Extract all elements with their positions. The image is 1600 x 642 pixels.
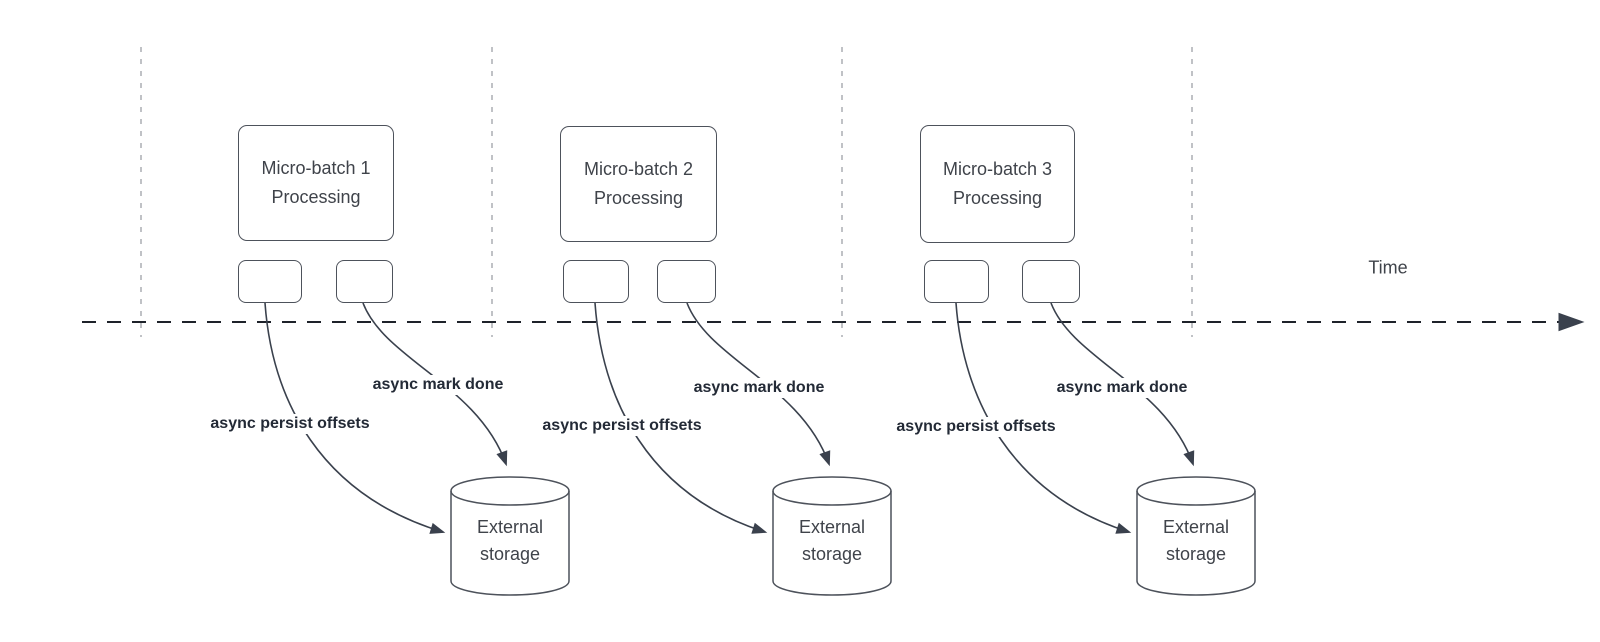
task-box-3a — [924, 260, 989, 303]
async-persist-offsets-label-1: async persist offsets — [207, 414, 373, 434]
external-storage-label-3: External storage — [1162, 517, 1230, 564]
async-mark-done-label-3: async mark done — [1053, 378, 1191, 398]
micro-batch-1-processing-box: Micro-batch 1 Processing — [238, 125, 394, 241]
external-storage-cylinder-2 — [772, 476, 892, 596]
edge-mark-done-3 — [1050, 302, 1195, 467]
task-box-3b — [1022, 260, 1080, 303]
external-storage-cylinder-1 — [450, 476, 570, 596]
time-axis-label: Time — [1368, 257, 1408, 278]
task-box-1b — [336, 260, 393, 303]
task-box-1a — [238, 260, 302, 303]
batch-interval-guides — [140, 47, 1193, 337]
external-storage-cylinder-3 — [1136, 476, 1256, 596]
async-persist-offsets-label-3: async persist offsets — [893, 417, 1059, 437]
edge-persist-offsets-1 — [264, 302, 446, 534]
task-box-2a — [563, 260, 629, 303]
edge-mark-done-2 — [686, 302, 831, 467]
time-axis-arrowhead-icon — [1558, 312, 1585, 332]
external-storage-label-2: External storage — [798, 517, 866, 564]
async-persist-offsets-label-2: async persist offsets — [539, 416, 705, 436]
async-mark-done-label-1: async mark done — [369, 375, 507, 395]
edge-persist-offsets-2 — [594, 302, 768, 534]
time-axis — [82, 312, 1585, 332]
external-storage-label-1: External storage — [476, 517, 544, 564]
async-mark-done-label-2: async mark done — [690, 378, 828, 398]
micro-batch-3-processing-box: Micro-batch 3 Processing — [920, 125, 1075, 243]
edge-persist-offsets-3 — [955, 302, 1132, 534]
micro-batch-2-processing-box: Micro-batch 2 Processing — [560, 126, 717, 242]
task-box-2b — [657, 260, 716, 303]
